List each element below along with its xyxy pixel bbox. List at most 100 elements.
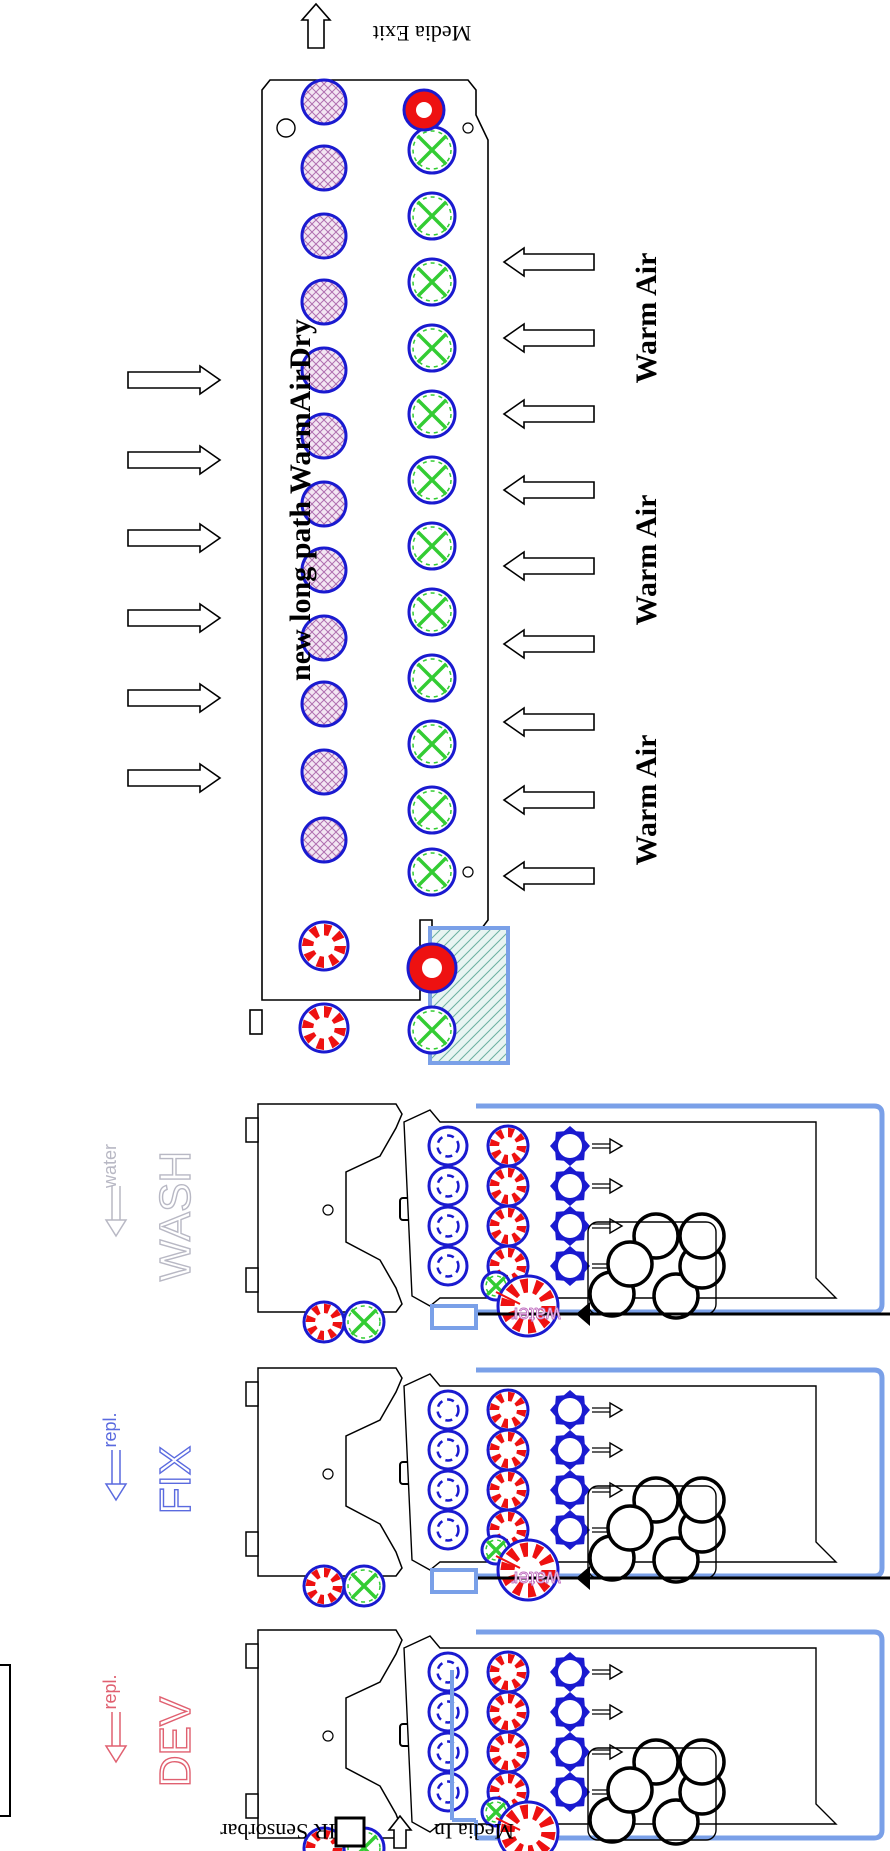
- green-cross-roller: [407, 847, 457, 897]
- spray-arrow: [592, 1401, 624, 1419]
- spray-bar-roller: [550, 1246, 590, 1286]
- green-cross-roller: [407, 191, 457, 241]
- lid-tab: [245, 1381, 259, 1407]
- spray-bar-roller: [550, 1652, 590, 1692]
- guide-roller: [427, 1245, 469, 1287]
- guide-roller: [427, 1509, 469, 1551]
- guide-roller: [427, 1771, 469, 1813]
- hatched-roller: [300, 748, 348, 796]
- squeegee-roller: [486, 1388, 530, 1432]
- feed-arrow: [111, 1712, 121, 1748]
- air-out-arrow: [127, 444, 222, 476]
- guide-roller: [427, 1469, 469, 1511]
- feed-label: water: [100, 1144, 120, 1189]
- dryer-title: new long path WarmAirDry: [284, 319, 317, 681]
- black-roller: [652, 1798, 700, 1846]
- exit-drive-roller: [402, 88, 446, 132]
- air-in-arrow: [502, 246, 595, 278]
- spray-bar-roller: [550, 1732, 590, 1772]
- squeegee-roller: [298, 920, 350, 972]
- feed-arrow-head: [104, 1483, 128, 1502]
- air-in-arrow: [502, 706, 595, 738]
- spray-arrow: [592, 1441, 624, 1459]
- tank-label: WASH: [151, 1151, 200, 1281]
- media-exit-arrow: [300, 2, 332, 49]
- squeegee-roller: [486, 1204, 530, 1248]
- spray-arrow: [592, 1177, 624, 1195]
- squeegee-roller: [298, 1002, 350, 1054]
- black-roller: [652, 1536, 700, 1584]
- ir-sensorbar-icon: [334, 1816, 366, 1848]
- warm-air-label: Warm Air: [630, 735, 663, 866]
- green-cross-roller: [407, 719, 457, 769]
- lid-tab: [245, 1117, 259, 1143]
- green-cross-roller: [342, 1300, 386, 1344]
- hatched-roller: [300, 278, 348, 326]
- spray-arrow: [592, 1703, 624, 1721]
- warm-air-label: Warm Air: [630, 495, 663, 626]
- media-in-arrow: [387, 1814, 413, 1849]
- water-arrowhead: [576, 1566, 590, 1590]
- guide-roller: [427, 1205, 469, 1247]
- stripe-line: [495, 1555, 521, 1569]
- squeegee-roller: [486, 1650, 530, 1694]
- guide-roller: [427, 1651, 469, 1693]
- tank-outline: [476, 1103, 885, 1315]
- lid-tab: [245, 1267, 259, 1293]
- air-out-arrow: [127, 762, 222, 794]
- black-roller: [606, 1504, 654, 1552]
- media-exit-label: Media Exit: [373, 21, 471, 46]
- feed-arrow: [111, 1186, 121, 1222]
- tank-fix: FIX repl.: [100, 1367, 885, 1608]
- hatched-roller: [300, 680, 348, 728]
- guide-roller: [427, 1691, 469, 1733]
- black-roller: [606, 1240, 654, 1288]
- air-in-arrow: [502, 322, 595, 354]
- rack-hole: [322, 1730, 334, 1742]
- squeegee-roller: [496, 1538, 560, 1602]
- warm-air-label: Warm Air: [630, 253, 663, 384]
- green-cross-roller: [407, 257, 457, 307]
- hatched-roller: [300, 816, 348, 864]
- tank-wash: WASH water: [100, 1103, 885, 1344]
- hatched-roller: [300, 546, 348, 594]
- rack-hole: [322, 1204, 334, 1216]
- stripe-line: [495, 1817, 521, 1831]
- exhaust-air-arrows: [127, 364, 222, 794]
- air-out-arrow: [127, 522, 222, 554]
- tank-label: FIX: [151, 1446, 200, 1514]
- hatched-roller: [300, 480, 348, 528]
- green-cross-roller: [407, 521, 457, 571]
- rack-hole: [322, 1468, 334, 1480]
- green-cross-roller: [407, 653, 457, 703]
- spray-bar-roller: [550, 1772, 590, 1812]
- water-label: water: [511, 1303, 561, 1325]
- black-roller: [606, 1766, 654, 1814]
- warm-air-arrows: [502, 246, 595, 892]
- green-cross-roller: [407, 323, 457, 373]
- tank-outline: [476, 1629, 885, 1841]
- lid-tab: [245, 1643, 259, 1669]
- water-box: [430, 1568, 478, 1594]
- squeegee-roller: [496, 1274, 560, 1338]
- black-roller: [678, 1212, 726, 1260]
- hatched-roller: [300, 212, 348, 260]
- squeegee-roller: [486, 1730, 530, 1774]
- guide-roller: [427, 1731, 469, 1773]
- air-out-arrow: [127, 682, 222, 714]
- green-cross-roller: [342, 1564, 386, 1608]
- feed-label: repl.: [100, 1412, 120, 1447]
- feed-arrow-head: [104, 1219, 128, 1238]
- squeegee-roller: [486, 1428, 530, 1472]
- water-channel: water: [430, 1302, 890, 1330]
- dryer-hole: [462, 866, 474, 878]
- squeegee-roller: [486, 1124, 530, 1168]
- dryer-hole: [276, 118, 296, 138]
- guide-roller: [427, 1125, 469, 1167]
- green-cross-roller: [407, 587, 457, 637]
- air-in-arrow: [502, 860, 595, 892]
- air-out-arrow: [127, 602, 222, 634]
- green-cross-roller: [407, 389, 457, 439]
